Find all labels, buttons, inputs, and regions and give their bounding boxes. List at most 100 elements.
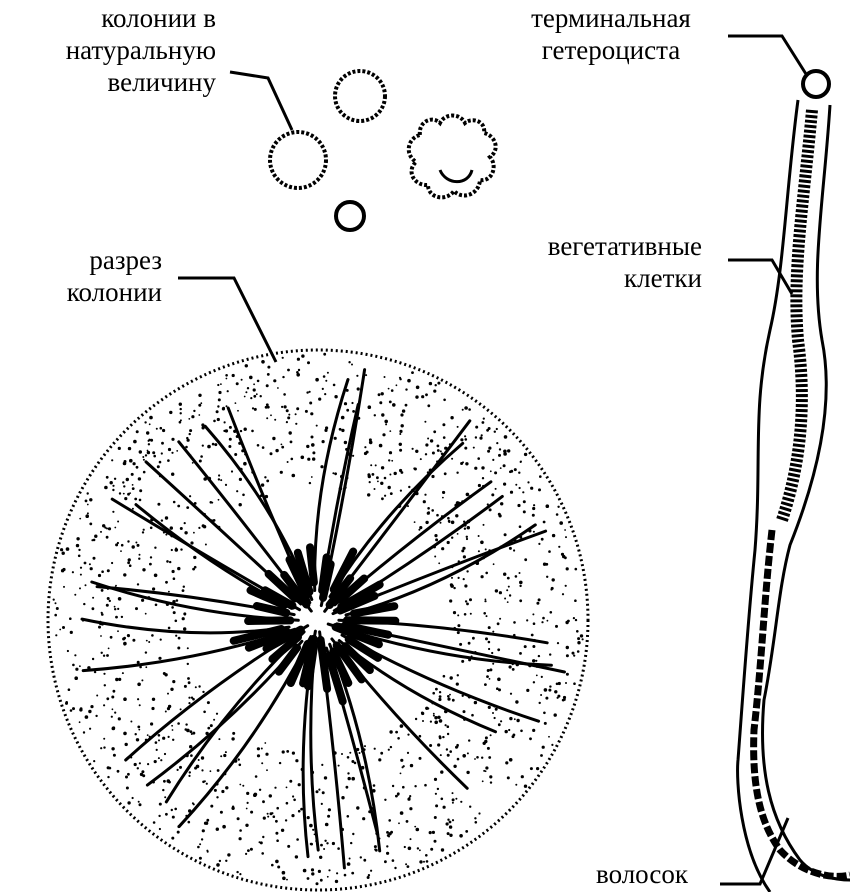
stipple-dot xyxy=(434,556,436,558)
stipple-dot xyxy=(432,831,435,834)
stipple-dot xyxy=(483,418,485,420)
stipple-dot xyxy=(548,736,550,738)
stipple-dot xyxy=(439,735,442,738)
stipple-dot xyxy=(425,854,428,857)
stipple-dot xyxy=(575,619,577,621)
stipple-dot xyxy=(421,395,424,398)
stipple-dot xyxy=(324,429,327,432)
stipple-dot xyxy=(452,699,455,702)
stipple-dot xyxy=(198,414,200,416)
stipple-dot xyxy=(394,472,397,475)
stipple-dot xyxy=(301,354,304,357)
stipple-dot xyxy=(118,678,121,681)
stipple-dot xyxy=(447,725,450,728)
stipple-dot xyxy=(492,712,494,714)
stipple-dot xyxy=(180,408,182,410)
stipple-dot xyxy=(129,459,133,463)
stipple-dot xyxy=(232,374,235,377)
stipple-dot xyxy=(322,440,325,443)
stipple-dot xyxy=(287,369,290,372)
stipple-dot xyxy=(464,406,468,410)
stipple-dot xyxy=(193,803,195,805)
stipple-dot xyxy=(264,742,266,744)
stipple-dot xyxy=(154,760,157,763)
stipple-dot xyxy=(367,473,370,476)
stipple-dot xyxy=(74,594,76,596)
stipple-dot xyxy=(295,759,298,762)
stipple-dot xyxy=(417,847,419,849)
stipple-dot xyxy=(427,438,429,440)
stipple-dot xyxy=(136,466,139,469)
stipple-dot xyxy=(327,372,329,374)
stipple-dot xyxy=(457,631,460,634)
stipple-dot xyxy=(344,441,347,444)
stipple-dot xyxy=(198,394,201,397)
stipple-dot xyxy=(298,810,301,813)
stipple-dot xyxy=(152,587,155,590)
stipple-dot xyxy=(548,550,551,553)
stipple-dot xyxy=(257,380,260,383)
stipple-dot xyxy=(158,739,160,741)
stipple-dot xyxy=(117,608,119,610)
stipple-dot xyxy=(96,695,98,697)
stipple-dot xyxy=(259,789,261,791)
stipple-dot xyxy=(107,569,110,572)
stipple-dot xyxy=(190,754,193,757)
stipple-dot xyxy=(493,563,495,565)
stipple-dot xyxy=(507,601,509,603)
stipple-dot xyxy=(349,858,351,860)
stipple-dot xyxy=(161,519,163,521)
stipple-dot xyxy=(453,611,456,614)
stipple-dot xyxy=(416,828,420,832)
stipple-dot xyxy=(88,710,91,713)
stipple-dot xyxy=(450,676,453,679)
stipple-dot xyxy=(138,477,141,480)
stipple-dot xyxy=(179,403,182,406)
colony-round-medium xyxy=(335,71,385,121)
stipple-dot xyxy=(545,697,548,700)
stipple-dot xyxy=(136,430,139,433)
stipple-dot xyxy=(198,404,201,407)
stipple-dot xyxy=(460,801,462,803)
stipple-dot xyxy=(165,813,168,816)
stipple-dot xyxy=(336,872,338,874)
stipple-dot xyxy=(466,603,469,606)
stipple-dot xyxy=(147,450,149,452)
stipple-dot xyxy=(367,876,370,879)
stipple-dot xyxy=(356,806,359,809)
stipple-dot xyxy=(506,589,508,591)
stipple-dot xyxy=(265,753,268,756)
label-line: волосок xyxy=(596,858,688,890)
stipple-dot xyxy=(515,484,517,486)
label-vegetative-cells: вегетативные клетки xyxy=(490,230,702,294)
stipple-dot xyxy=(346,409,349,412)
stipple-dot xyxy=(206,783,208,785)
stipple-dot xyxy=(111,716,113,718)
stipple-dot xyxy=(421,712,424,715)
stipple-dot xyxy=(127,540,129,542)
stipple-dot xyxy=(419,860,422,863)
stipple-dot xyxy=(384,860,387,863)
stipple-dot xyxy=(106,604,109,607)
stipple-dot xyxy=(111,696,114,699)
stipple-dot xyxy=(387,834,390,837)
stipple-dot xyxy=(469,806,471,808)
stipple-dot xyxy=(498,454,501,457)
stipple-dot xyxy=(189,429,192,432)
natural-size-colonies xyxy=(270,71,496,230)
stipple-dot xyxy=(104,684,106,686)
section-outline xyxy=(48,350,588,890)
stipple-dot xyxy=(172,680,175,683)
stipple-dot xyxy=(524,453,527,456)
stipple-dot xyxy=(406,820,409,823)
stipple-dot xyxy=(474,467,477,470)
stipple-dot xyxy=(485,766,488,769)
stipple-dot xyxy=(137,544,140,547)
stipple-dot xyxy=(450,416,453,419)
stipple-dot xyxy=(438,698,441,701)
stipple-dot xyxy=(277,866,280,869)
stipple-dot xyxy=(175,635,177,637)
stipple-dot xyxy=(384,495,386,497)
stipple-dot xyxy=(53,599,55,601)
stipple-dot xyxy=(544,722,547,725)
